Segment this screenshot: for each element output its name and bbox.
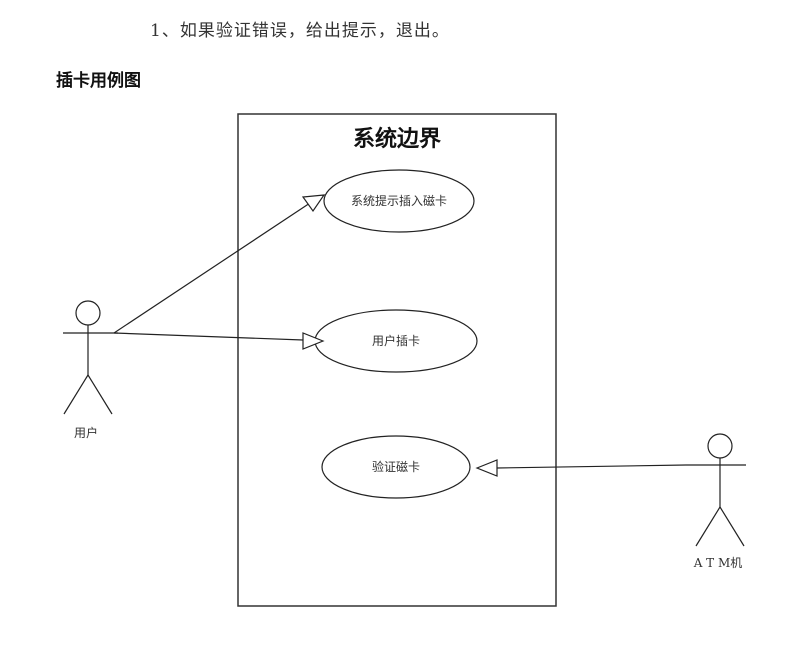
relation-line bbox=[496, 464, 687, 469]
section-title: 插卡用例图 bbox=[56, 71, 141, 91]
actor-head bbox=[707, 433, 733, 459]
relation-user-system-prompt bbox=[113, 194, 326, 334]
use-case-label: 验证磁卡 bbox=[372, 459, 420, 474]
actor-leg-left bbox=[63, 374, 89, 415]
use-case-insert-card[interactable]: 用户插卡 bbox=[314, 309, 478, 373]
system-boundary bbox=[237, 113, 557, 607]
relation-line bbox=[113, 332, 304, 341]
actor-leg-right bbox=[87, 374, 113, 415]
relation-atm-verify-card bbox=[475, 459, 687, 477]
actor-leg-right bbox=[719, 506, 745, 547]
use-case-ellipse bbox=[321, 435, 471, 499]
arrow-head-icon bbox=[475, 459, 498, 477]
arrow-head-icon bbox=[301, 194, 326, 213]
use-case-label: 系统提示插入磁卡 bbox=[351, 193, 447, 208]
actor-leg-left bbox=[695, 506, 721, 547]
use-case-verify-card[interactable]: 验证磁卡 bbox=[321, 435, 471, 499]
use-case-system-prompt[interactable]: 系统提示插入磁卡 bbox=[323, 169, 475, 233]
actor-label: 用户 bbox=[74, 425, 98, 440]
actor-head bbox=[75, 300, 101, 326]
relation-line bbox=[113, 202, 311, 334]
actor-label: A T M机 bbox=[693, 556, 743, 570]
use-case-label: 用户插卡 bbox=[372, 333, 420, 348]
use-case-ellipse bbox=[323, 169, 475, 233]
boundary-title: 系统边界 bbox=[353, 126, 441, 152]
relation-user-insert-card bbox=[113, 332, 325, 350]
actor-user[interactable]: 用户 bbox=[63, 300, 118, 440]
arrow-head-icon bbox=[302, 332, 325, 350]
step-text: 1、如果验证错误，给出提示，退出。 bbox=[150, 21, 450, 41]
actor-atm[interactable]: A T M机 bbox=[686, 433, 746, 570]
